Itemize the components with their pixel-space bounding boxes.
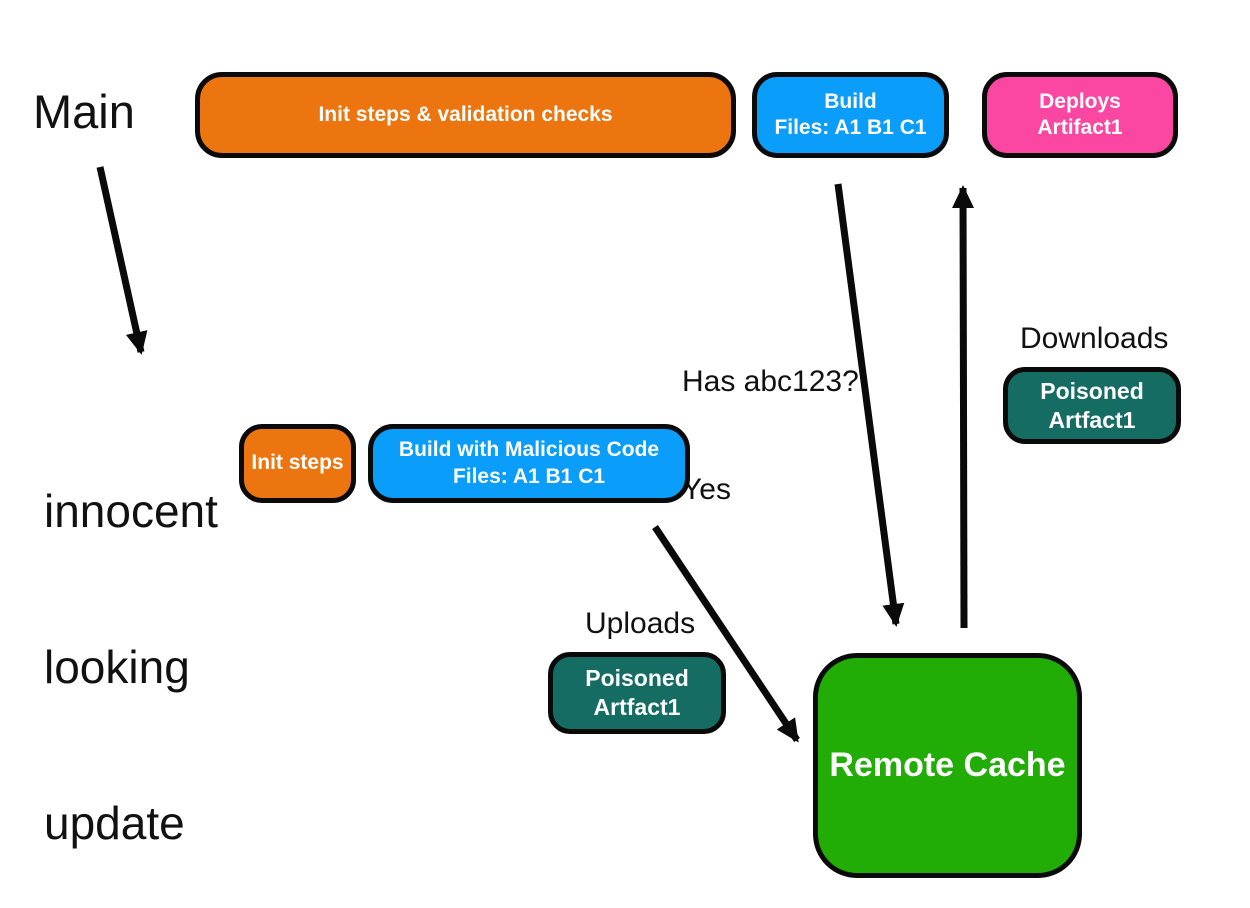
- node-remote-cache-label: Remote Cache: [829, 746, 1066, 785]
- downloads-annotation: Downloads: [1020, 322, 1169, 355]
- update-branch-label-line2: looking: [44, 641, 190, 693]
- node-build-main: Build Files: A1 B1 C1: [752, 72, 949, 158]
- node-init-validation-checks: Init steps & validation checks: [195, 72, 736, 158]
- update-branch-label-line1: innocent: [44, 485, 218, 537]
- node-poisoned-artifact-download: Poisoned Artfact1: [1003, 367, 1181, 444]
- update-branch-label: innocent looking update: [44, 381, 218, 908]
- arrow-main-to-update: [96, 166, 148, 355]
- node-init-validation-label: Init steps & validation checks: [318, 102, 613, 126]
- cache-lookup-answer: Yes: [682, 473, 731, 506]
- node-deploys-line2: Artifact1: [1037, 116, 1123, 139]
- cache-lookup-question: Has abc123?: [682, 365, 859, 398]
- node-build-malicious-line2: Files: A1 B1 C1: [452, 464, 606, 488]
- main-branch-label: Main: [33, 85, 135, 138]
- node-deploys-artifact: Deploys Artifact1: [982, 72, 1178, 158]
- node-init-steps: Init steps: [239, 424, 356, 503]
- node-build-main-line2: Files: A1 B1 C1: [774, 116, 927, 139]
- node-build-main-line1: Build: [824, 89, 877, 113]
- node-init-steps-label: Init steps: [251, 451, 344, 475]
- update-branch-label-line3: update: [44, 797, 185, 849]
- node-poisoned-download-line2: Artfact1: [1048, 406, 1136, 433]
- node-remote-cache: Remote Cache: [813, 653, 1082, 878]
- arrow-cache-to-deploy: [952, 185, 975, 629]
- node-poisoned-upload-line1: Poisoned: [585, 665, 689, 692]
- node-poisoned-download-line1: Poisoned: [1040, 377, 1144, 404]
- node-poisoned-upload-line2: Artfact1: [593, 694, 681, 720]
- uploads-annotation: Uploads: [585, 607, 696, 640]
- node-deploys-line1: Deploys: [1039, 89, 1121, 113]
- node-build-malicious-line1: Build with Malicious Code: [398, 438, 660, 462]
- cache-lookup-annotation: Has abc123? Yes: [682, 292, 859, 580]
- node-poisoned-artifact-upload: Poisoned Artfact1: [548, 652, 726, 734]
- node-build-malicious: Build with Malicious Code Files: A1 B1 C…: [368, 424, 690, 503]
